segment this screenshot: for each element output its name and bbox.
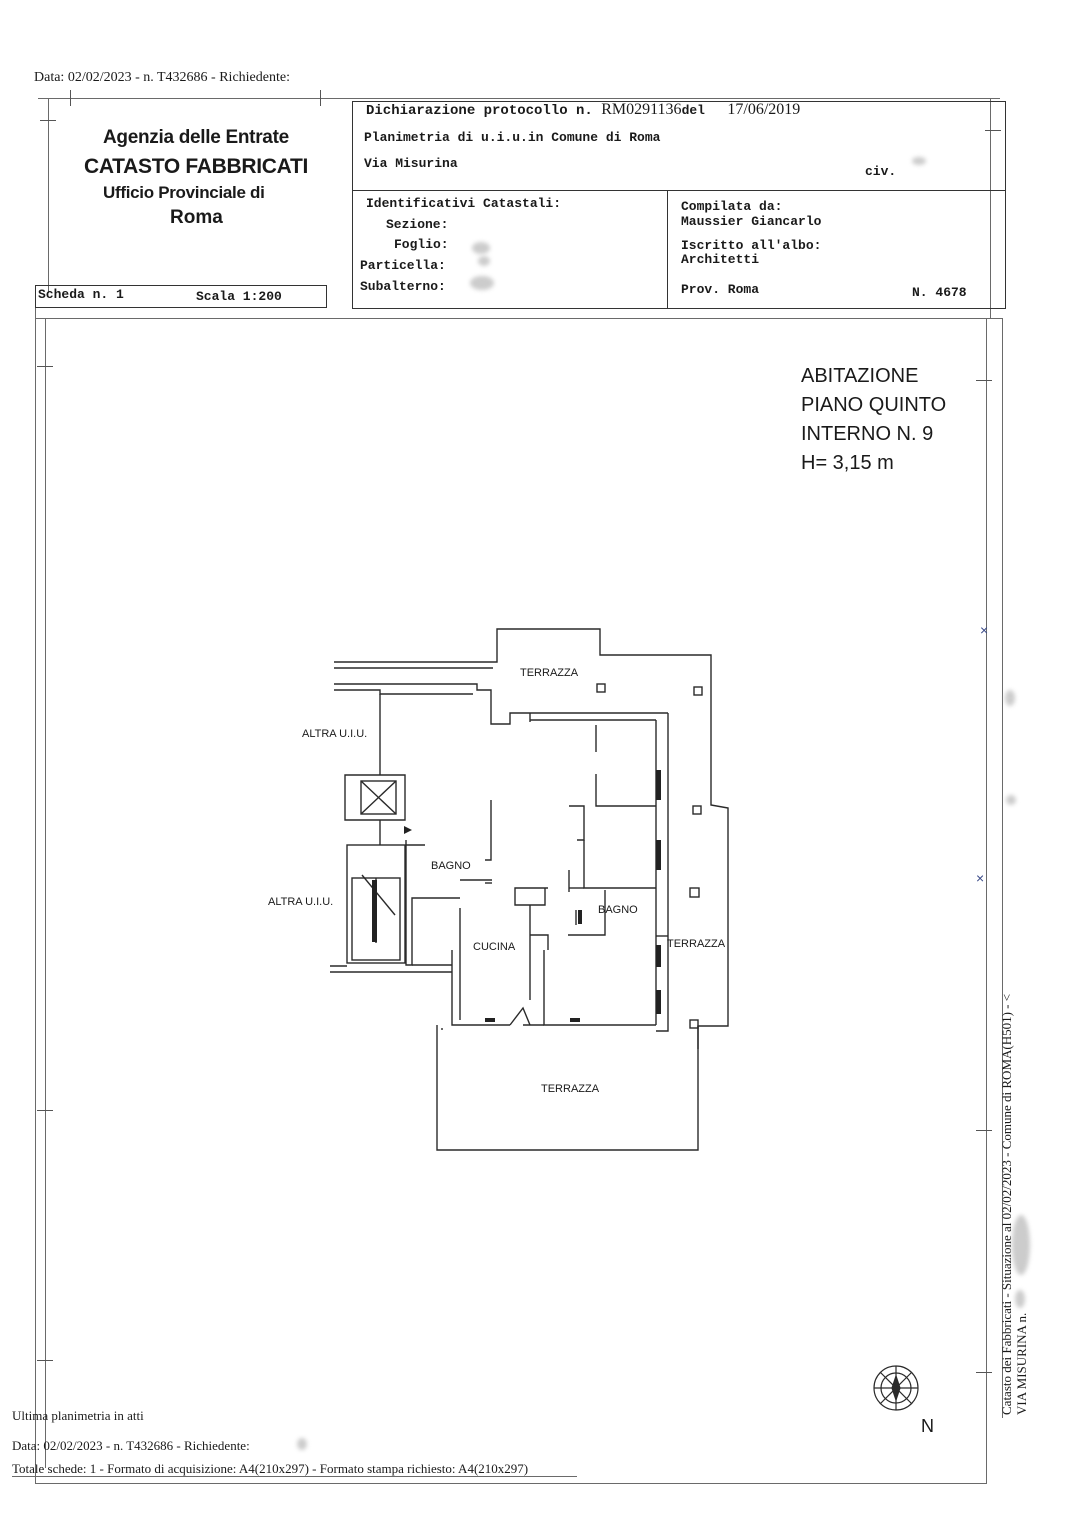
declaration-label: Dichiarazione protocollo n. RM0291136del… bbox=[366, 101, 801, 119]
scheda-label: Scheda n. 1 bbox=[38, 287, 124, 302]
room-cucina: CUCINA bbox=[473, 941, 516, 953]
office-label: Ufficio Provinciale di bbox=[103, 183, 265, 202]
room-bagno-1: BAGNO bbox=[431, 860, 471, 872]
side-situation-text: Catasto dei Fabbricati - Situazione al 0… bbox=[999, 993, 1014, 1415]
footer-request: Data: 02/02/2023 - n. T432686 - Richiede… bbox=[12, 1438, 250, 1453]
terrace-bottom-outline bbox=[436, 1025, 699, 1151]
unit-interior: INTERNO N. 9 bbox=[801, 423, 934, 445]
elevator bbox=[360, 780, 397, 815]
side-address-text: VIA MISURINA n. bbox=[1014, 1312, 1029, 1415]
footer-last-plan: Ultima planimetria in atti bbox=[12, 1408, 144, 1423]
declaration-date: 17/06/2019 bbox=[727, 101, 801, 118]
room-terrazza-bottom: TERRAZZA bbox=[541, 1083, 600, 1095]
terrace-top-outline bbox=[334, 628, 729, 1049]
albo-label: Iscritto all'albo: bbox=[681, 238, 822, 253]
unit-height: H= 3,15 m bbox=[801, 452, 894, 474]
foglio-label: Foglio: bbox=[394, 237, 449, 252]
room-altra-uiu-2: ALTRA U.I.U. bbox=[268, 896, 334, 908]
unit-type: ABITAZIONE bbox=[801, 365, 919, 387]
top-request-line: Data: 02/02/2023 - n. T432686 - Richiede… bbox=[34, 70, 290, 85]
room-bagno-2: BAGNO bbox=[598, 904, 638, 916]
civ-label: civ. bbox=[865, 164, 897, 179]
compass-label: N bbox=[921, 1416, 934, 1436]
province: Prov. Roma bbox=[681, 282, 760, 297]
north-compass-icon bbox=[873, 1365, 919, 1411]
agency-name: Agenzia delle Entrate bbox=[103, 127, 289, 148]
room-terrazza-right: TERRAZZA bbox=[667, 938, 726, 950]
unit-floor: PIANO QUINTO bbox=[801, 394, 947, 416]
scale-label: Scala 1:200 bbox=[196, 289, 282, 304]
albo-value: Architetti bbox=[681, 252, 760, 267]
protocol-number: RM0291136 bbox=[601, 101, 682, 118]
catasto-title: CATASTO FABBRICATI bbox=[84, 155, 309, 178]
scheda-box bbox=[35, 285, 327, 308]
sezione-label: Sezione: bbox=[386, 217, 449, 232]
compiler-name: Maussier Giancarlo bbox=[681, 214, 822, 229]
identifiers-title: Identificativi Catastali: bbox=[366, 196, 562, 211]
street-address: Via Misurina bbox=[364, 156, 458, 171]
staircase bbox=[346, 844, 406, 964]
plan-line: Planimetria di u.i.u.in Comune di Roma bbox=[364, 130, 661, 145]
office-city: Roma bbox=[170, 207, 223, 228]
footer-totals: Totale schede: 1 - Formato di acquisizio… bbox=[12, 1461, 529, 1476]
apartment-outline bbox=[344, 694, 406, 821]
room-terrazza-top: TERRAZZA bbox=[520, 667, 579, 679]
room-altra-uiu-1: ALTRA U.I.U. bbox=[302, 728, 368, 740]
registration-number: N. 4678 bbox=[912, 285, 967, 300]
header-table bbox=[352, 101, 1006, 309]
subalterno-label: Subalterno: bbox=[360, 279, 446, 294]
compiler-label: Compilata da: bbox=[681, 199, 783, 214]
particella-label: Particella: bbox=[360, 258, 446, 273]
